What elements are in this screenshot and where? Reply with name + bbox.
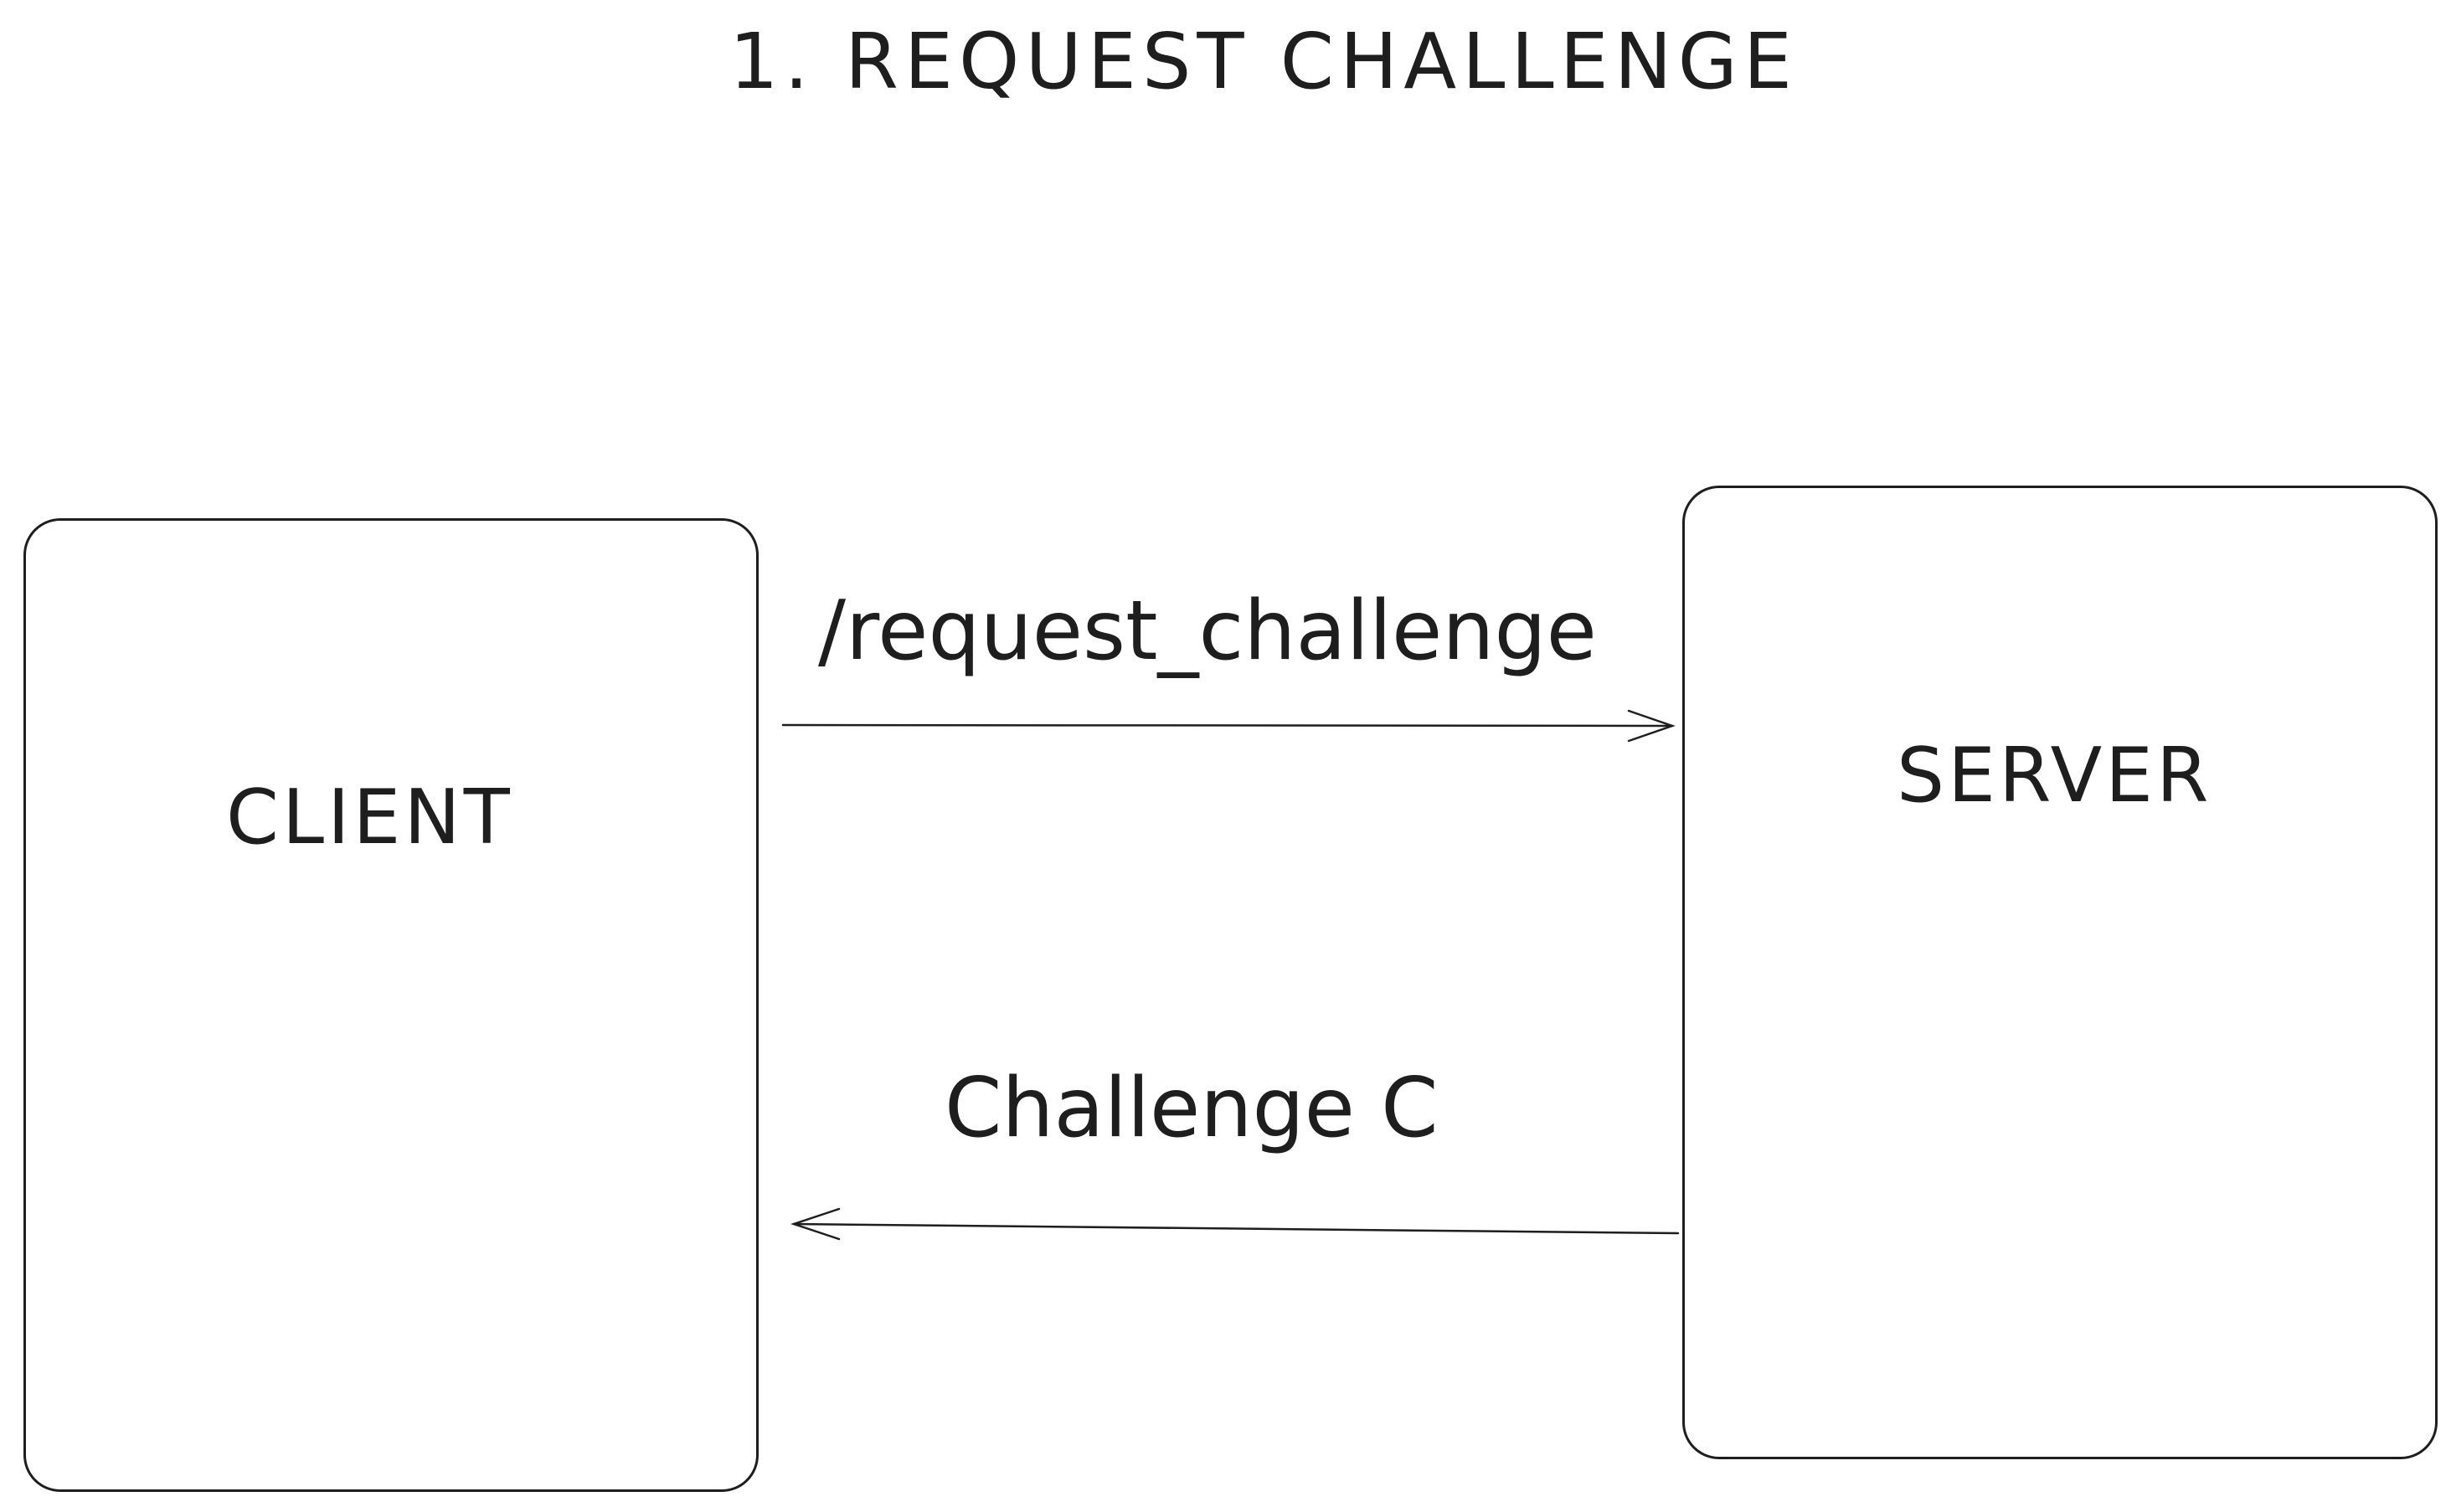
response-arrowhead-icon bbox=[790, 1207, 841, 1241]
request-arrowhead-icon bbox=[1627, 709, 1676, 743]
server-node-box bbox=[1682, 486, 2438, 1459]
request-arrow-line bbox=[781, 723, 1674, 728]
client-node-box bbox=[23, 518, 759, 1492]
request-arrow-label: /request_challenge bbox=[818, 584, 1597, 679]
response-arrow-line bbox=[792, 1222, 1680, 1235]
response-arrow bbox=[790, 1207, 1680, 1241]
response-arrow-label: Challenge C bbox=[945, 1061, 1439, 1156]
diagram-title: 1. REQUEST CHALLENGE bbox=[729, 17, 1799, 106]
request-arrow bbox=[781, 709, 1676, 743]
server-node-label: SERVER bbox=[1897, 732, 2212, 820]
client-node-label: CLIENT bbox=[226, 774, 513, 861]
